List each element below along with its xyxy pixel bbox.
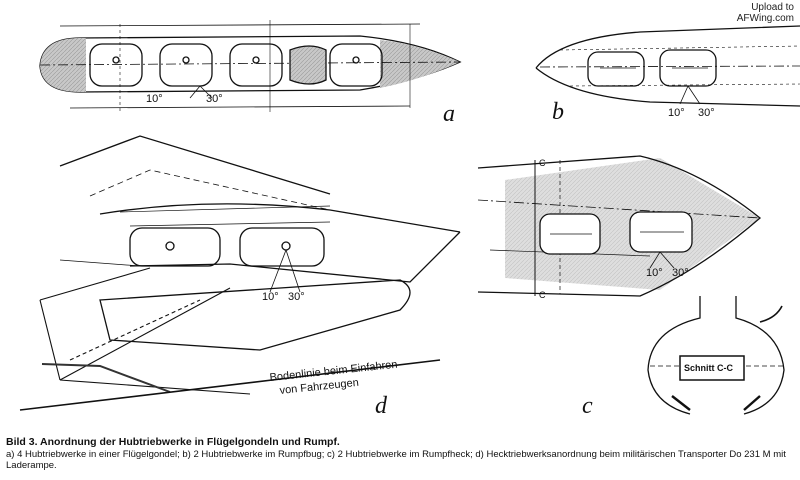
panel-d-letter: d xyxy=(375,393,388,419)
watermark-line1: Upload to xyxy=(751,2,794,13)
panel-c-fuselage-tail xyxy=(477,155,762,297)
panel-b-angle-right: 30° xyxy=(698,107,715,119)
panel-c-letter: c xyxy=(582,393,593,419)
panel-b-angle-left: 10° xyxy=(668,107,685,119)
nose-lift-engine-1 xyxy=(587,51,645,87)
lift-engine-1 xyxy=(89,43,143,87)
panel-a-letter: a xyxy=(443,101,455,127)
fuselage-lower xyxy=(129,231,461,283)
ground-line xyxy=(19,359,441,411)
nacelle-tail-fill xyxy=(380,40,460,88)
tail-section-engine-1 xyxy=(539,213,601,255)
section-c-c-label: Schnitt C-C xyxy=(684,363,733,373)
fuselage-upper xyxy=(99,203,461,233)
panel-a-angle-left: 10° xyxy=(146,93,163,105)
panel-c-section-mark-top: C xyxy=(539,158,546,168)
nose-outline xyxy=(535,25,800,107)
watermark-line2: AFWing.com xyxy=(736,13,794,24)
lift-engine-4 xyxy=(329,43,383,87)
hatched-pod xyxy=(289,45,327,85)
rear-wing xyxy=(99,279,411,351)
panel-b-fuselage-nose xyxy=(535,25,800,107)
watermark: Upload to AFWing.com xyxy=(737,2,794,24)
panel-d-angle-right: 30° xyxy=(288,291,305,303)
panel-c-angle-right: 30° xyxy=(672,267,689,279)
tail-fin xyxy=(59,135,331,195)
caption-title: Bild 3. Anordnung der Hubtriebwerke in F… xyxy=(6,436,340,448)
panel-c-angle-left: 10° xyxy=(646,267,663,279)
loading-ramp xyxy=(39,267,251,395)
lift-engine-3 xyxy=(229,43,283,87)
lift-engine-2 xyxy=(159,43,213,87)
panel-c-section-mark-bottom: C xyxy=(539,290,546,300)
figure-caption: Bild 3. Anordnung der Hubtriebwerke in F… xyxy=(6,436,796,471)
panel-d-angle-left: 10° xyxy=(262,291,279,303)
tail-lift-engine-1 xyxy=(129,227,221,267)
nose-lift-engine-2 xyxy=(659,49,717,87)
panel-b-letter: b xyxy=(552,99,564,125)
tail-outline xyxy=(477,155,762,297)
section-c-c xyxy=(647,296,785,415)
panel-a-nacelle xyxy=(39,20,462,112)
tail-fin-dashed xyxy=(89,169,331,211)
panel-a-angle-right: 30° xyxy=(206,93,223,105)
caption-text: a) 4 Hubtriebwerke in einer Flügelgondel… xyxy=(6,449,786,471)
panel-d-transport-tail xyxy=(19,135,461,411)
tail-section-engine-2 xyxy=(629,211,693,253)
technical-drawing: 10° 30° a 10° 30° b xyxy=(19,20,800,419)
